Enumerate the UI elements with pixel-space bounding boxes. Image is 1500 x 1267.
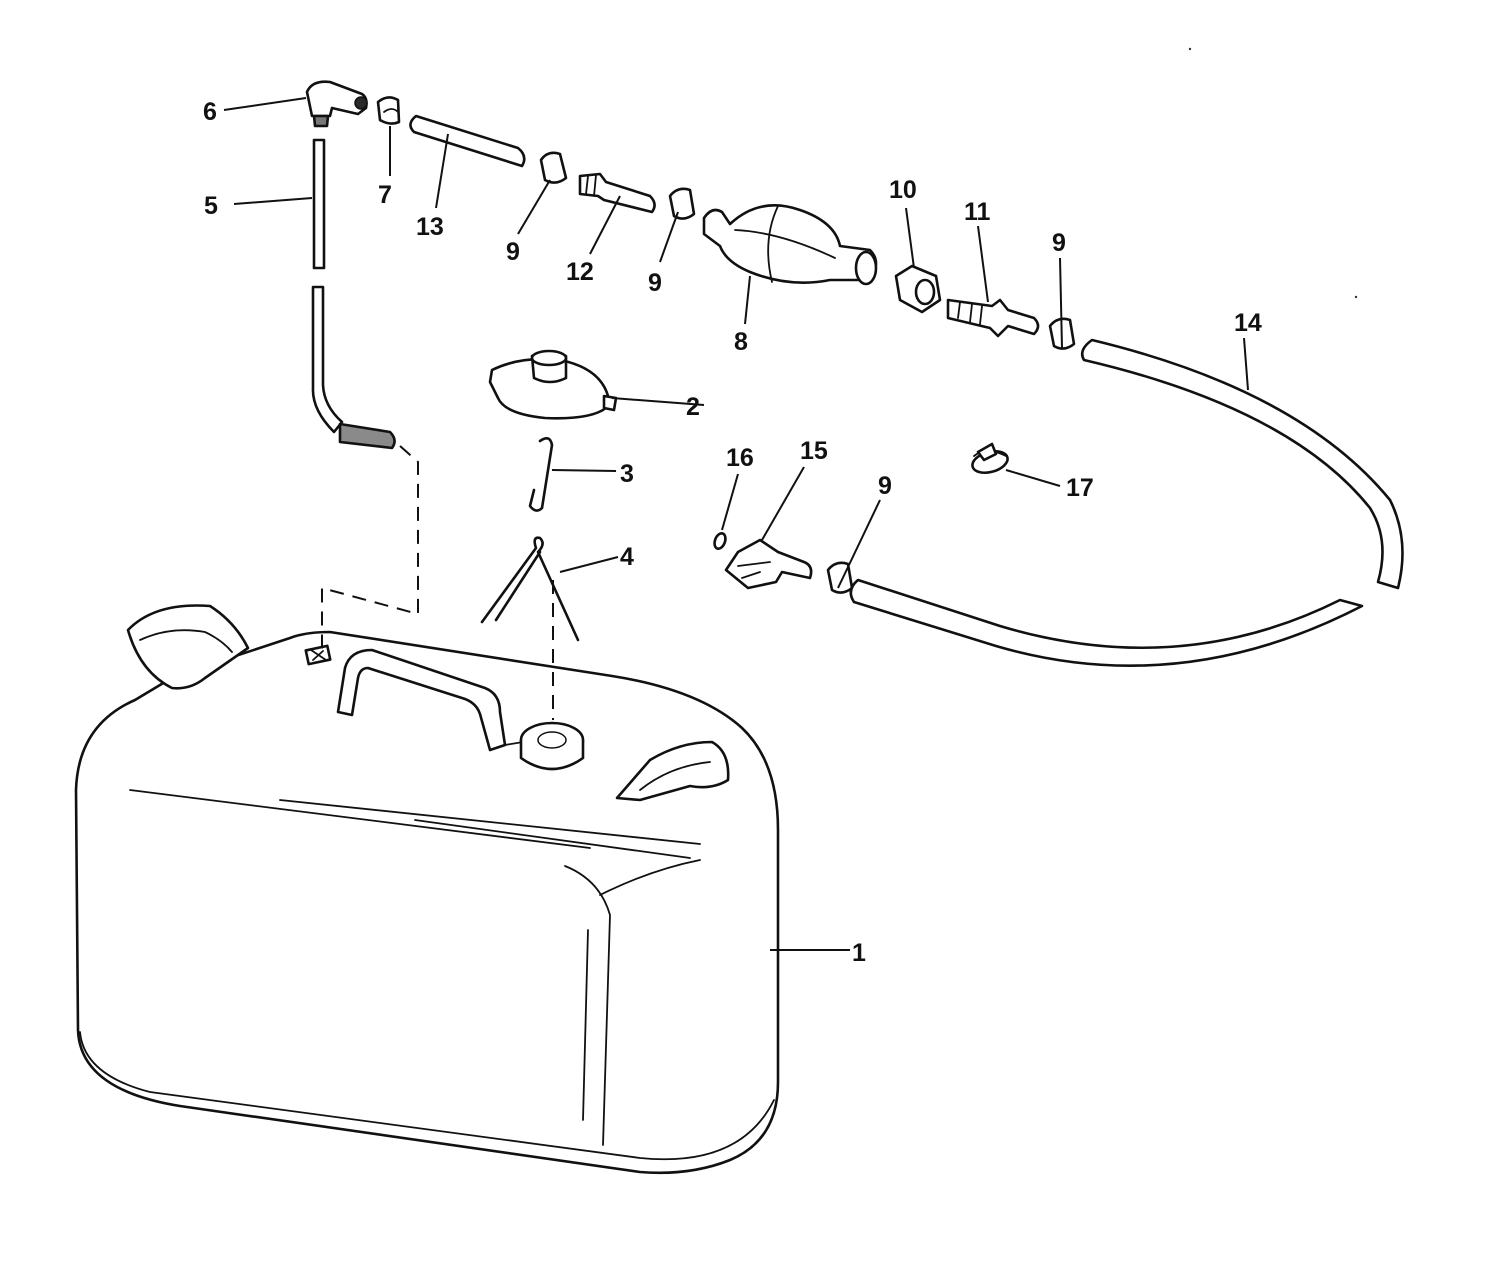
spring-wire-4 <box>480 536 580 642</box>
retainer-3 <box>528 436 554 512</box>
callout-17: 17 <box>1066 474 1094 502</box>
connector-15 <box>724 538 813 590</box>
callout-11: 11 <box>964 198 991 226</box>
tank-right-grip <box>615 740 730 802</box>
elbow-fitting <box>305 80 368 128</box>
pickup-tube <box>311 138 396 450</box>
callout-9-a: 9 <box>506 238 520 266</box>
callout-9-d: 9 <box>878 472 892 500</box>
hose-13 <box>409 114 526 168</box>
clamp-7 <box>376 96 401 125</box>
callout-8: 8 <box>734 328 748 356</box>
callout-5: 5 <box>204 192 218 220</box>
callout-1: 1 <box>852 939 866 967</box>
callout-10: 10 <box>889 176 917 204</box>
callout-15: 15 <box>800 437 828 465</box>
tank-filler-neck <box>519 721 585 771</box>
callout-9-b: 9 <box>648 269 662 297</box>
callout-2: 2 <box>686 393 700 421</box>
callout-16: 16 <box>726 444 754 472</box>
hose-clamp-17 <box>971 442 1009 475</box>
primer-bulb <box>702 204 878 286</box>
connector-11 <box>946 298 1040 338</box>
pickup-tube-dashed-path <box>321 445 419 650</box>
callout-labels: 1 2 3 4 5 6 7 8 9 9 9 9 10 11 12 13 14 1… <box>203 98 1262 967</box>
callout-3: 3 <box>620 460 634 488</box>
connector-12 <box>578 172 656 214</box>
callout-12: 12 <box>566 258 594 286</box>
callout-7: 7 <box>378 181 392 209</box>
o-ring-16 <box>713 531 727 551</box>
callout-14: 14 <box>1234 309 1262 337</box>
scan-speck <box>1188 47 1192 51</box>
fuel-hose-14 <box>849 338 1404 667</box>
leader-lines <box>223 97 1249 951</box>
scan-speck <box>1354 295 1358 299</box>
clamp-9-b <box>668 187 696 220</box>
tank-left-grip <box>126 604 250 690</box>
nut-10 <box>894 264 942 314</box>
callout-13: 13 <box>416 213 444 241</box>
tank-cap <box>488 349 618 420</box>
callout-9-c: 9 <box>1052 229 1066 257</box>
fuel-tank <box>74 630 780 1175</box>
callout-6: 6 <box>203 98 217 126</box>
callout-4: 4 <box>620 543 634 571</box>
clamp-9-a <box>539 151 568 184</box>
tank-vent-fitting <box>304 644 332 666</box>
